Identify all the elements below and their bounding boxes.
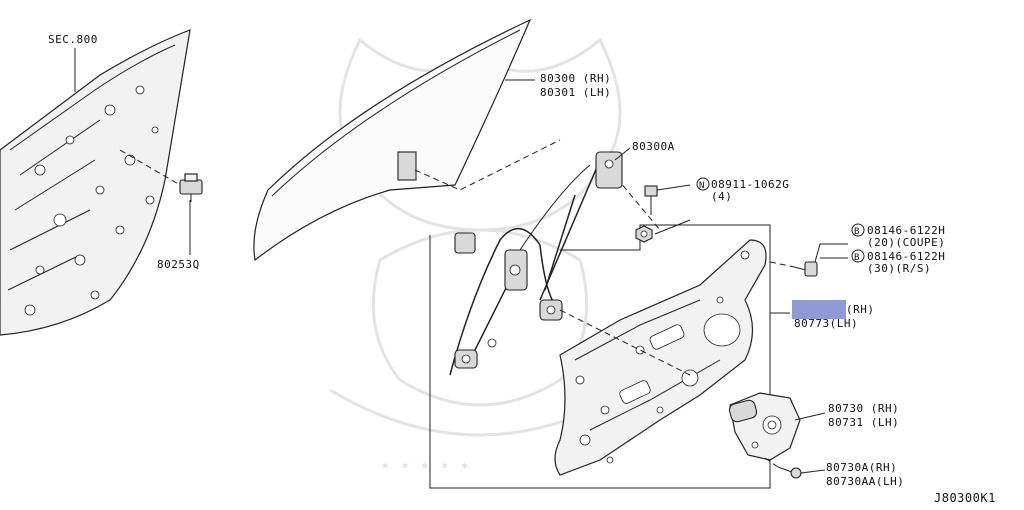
label-bolt1-code: 08146-6122H	[867, 224, 945, 237]
assembly-frame	[429, 224, 771, 489]
window-motor	[728, 392, 801, 461]
label-clip: 80253Q	[157, 258, 200, 271]
label-bolt1-qty: (20)(COUPE)	[867, 236, 945, 249]
label-glass-rh: 80300 (RH)	[540, 72, 611, 85]
dash-screw	[764, 457, 779, 468]
dash-regulator-plate	[559, 309, 691, 376]
label-bracket: 80300A	[632, 140, 675, 153]
label-screw-lh: 80730AA(LH)	[826, 475, 904, 488]
marker-n-text: N	[699, 181, 705, 191]
leader-nut-upper	[656, 184, 691, 191]
label-glass-lh: 80301 (LH)	[540, 86, 611, 99]
regulator-top-bracket	[595, 151, 623, 189]
leader-bolt	[814, 243, 848, 263]
clip-part	[179, 173, 203, 202]
window-regulator	[449, 151, 623, 376]
bolt-upper	[644, 185, 658, 215]
label-nut-code: 08911-1062G	[711, 178, 789, 191]
label-bolt2-qty: (30)(R/S)	[867, 262, 931, 275]
marker-b-1	[851, 223, 865, 237]
label-motor-lh: 80731 (LH)	[828, 416, 899, 429]
marker-b-2	[851, 249, 865, 263]
leader-motor	[794, 412, 826, 421]
motor-screw	[777, 466, 802, 479]
regulator-carrier-plate	[554, 239, 767, 476]
leader-screw	[800, 469, 826, 474]
regulator-pulley-top	[454, 232, 476, 254]
marker-n	[696, 177, 710, 191]
diagram-code: J80300K1	[934, 491, 996, 505]
leader-bracket	[614, 147, 631, 161]
door-panel-holes	[24, 85, 159, 316]
glass-mount-tab	[397, 151, 417, 181]
label-regulator-lh: 80773(LH)	[794, 317, 858, 330]
dash-glass-regulator	[414, 139, 561, 191]
watermark-text: ✶ ✶ ✶ ✶ ✶	[380, 459, 473, 473]
label-screw-rh: 80730A(RH)	[826, 461, 897, 474]
label-motor-rh: 80730 (RH)	[828, 402, 899, 415]
marker-b-2-text: B	[854, 253, 860, 263]
door-inner-panel	[0, 29, 191, 336]
dash-clip	[119, 149, 181, 186]
label-regulator-rh: (RH)	[846, 303, 875, 316]
leader-nut	[654, 219, 691, 235]
label-sec: SEC.800	[48, 33, 98, 46]
label-bolt2-code: 08146-6122H	[867, 250, 945, 263]
label-nut-qty: (4)	[711, 190, 732, 203]
door-glass	[253, 18, 532, 262]
nut-part	[635, 225, 653, 243]
redaction-box	[792, 300, 846, 319]
bolt-side	[789, 261, 818, 277]
carrier-speaker-hole	[703, 313, 741, 347]
marker-b-1-text: B	[854, 227, 860, 237]
dash-bolt	[769, 261, 791, 267]
